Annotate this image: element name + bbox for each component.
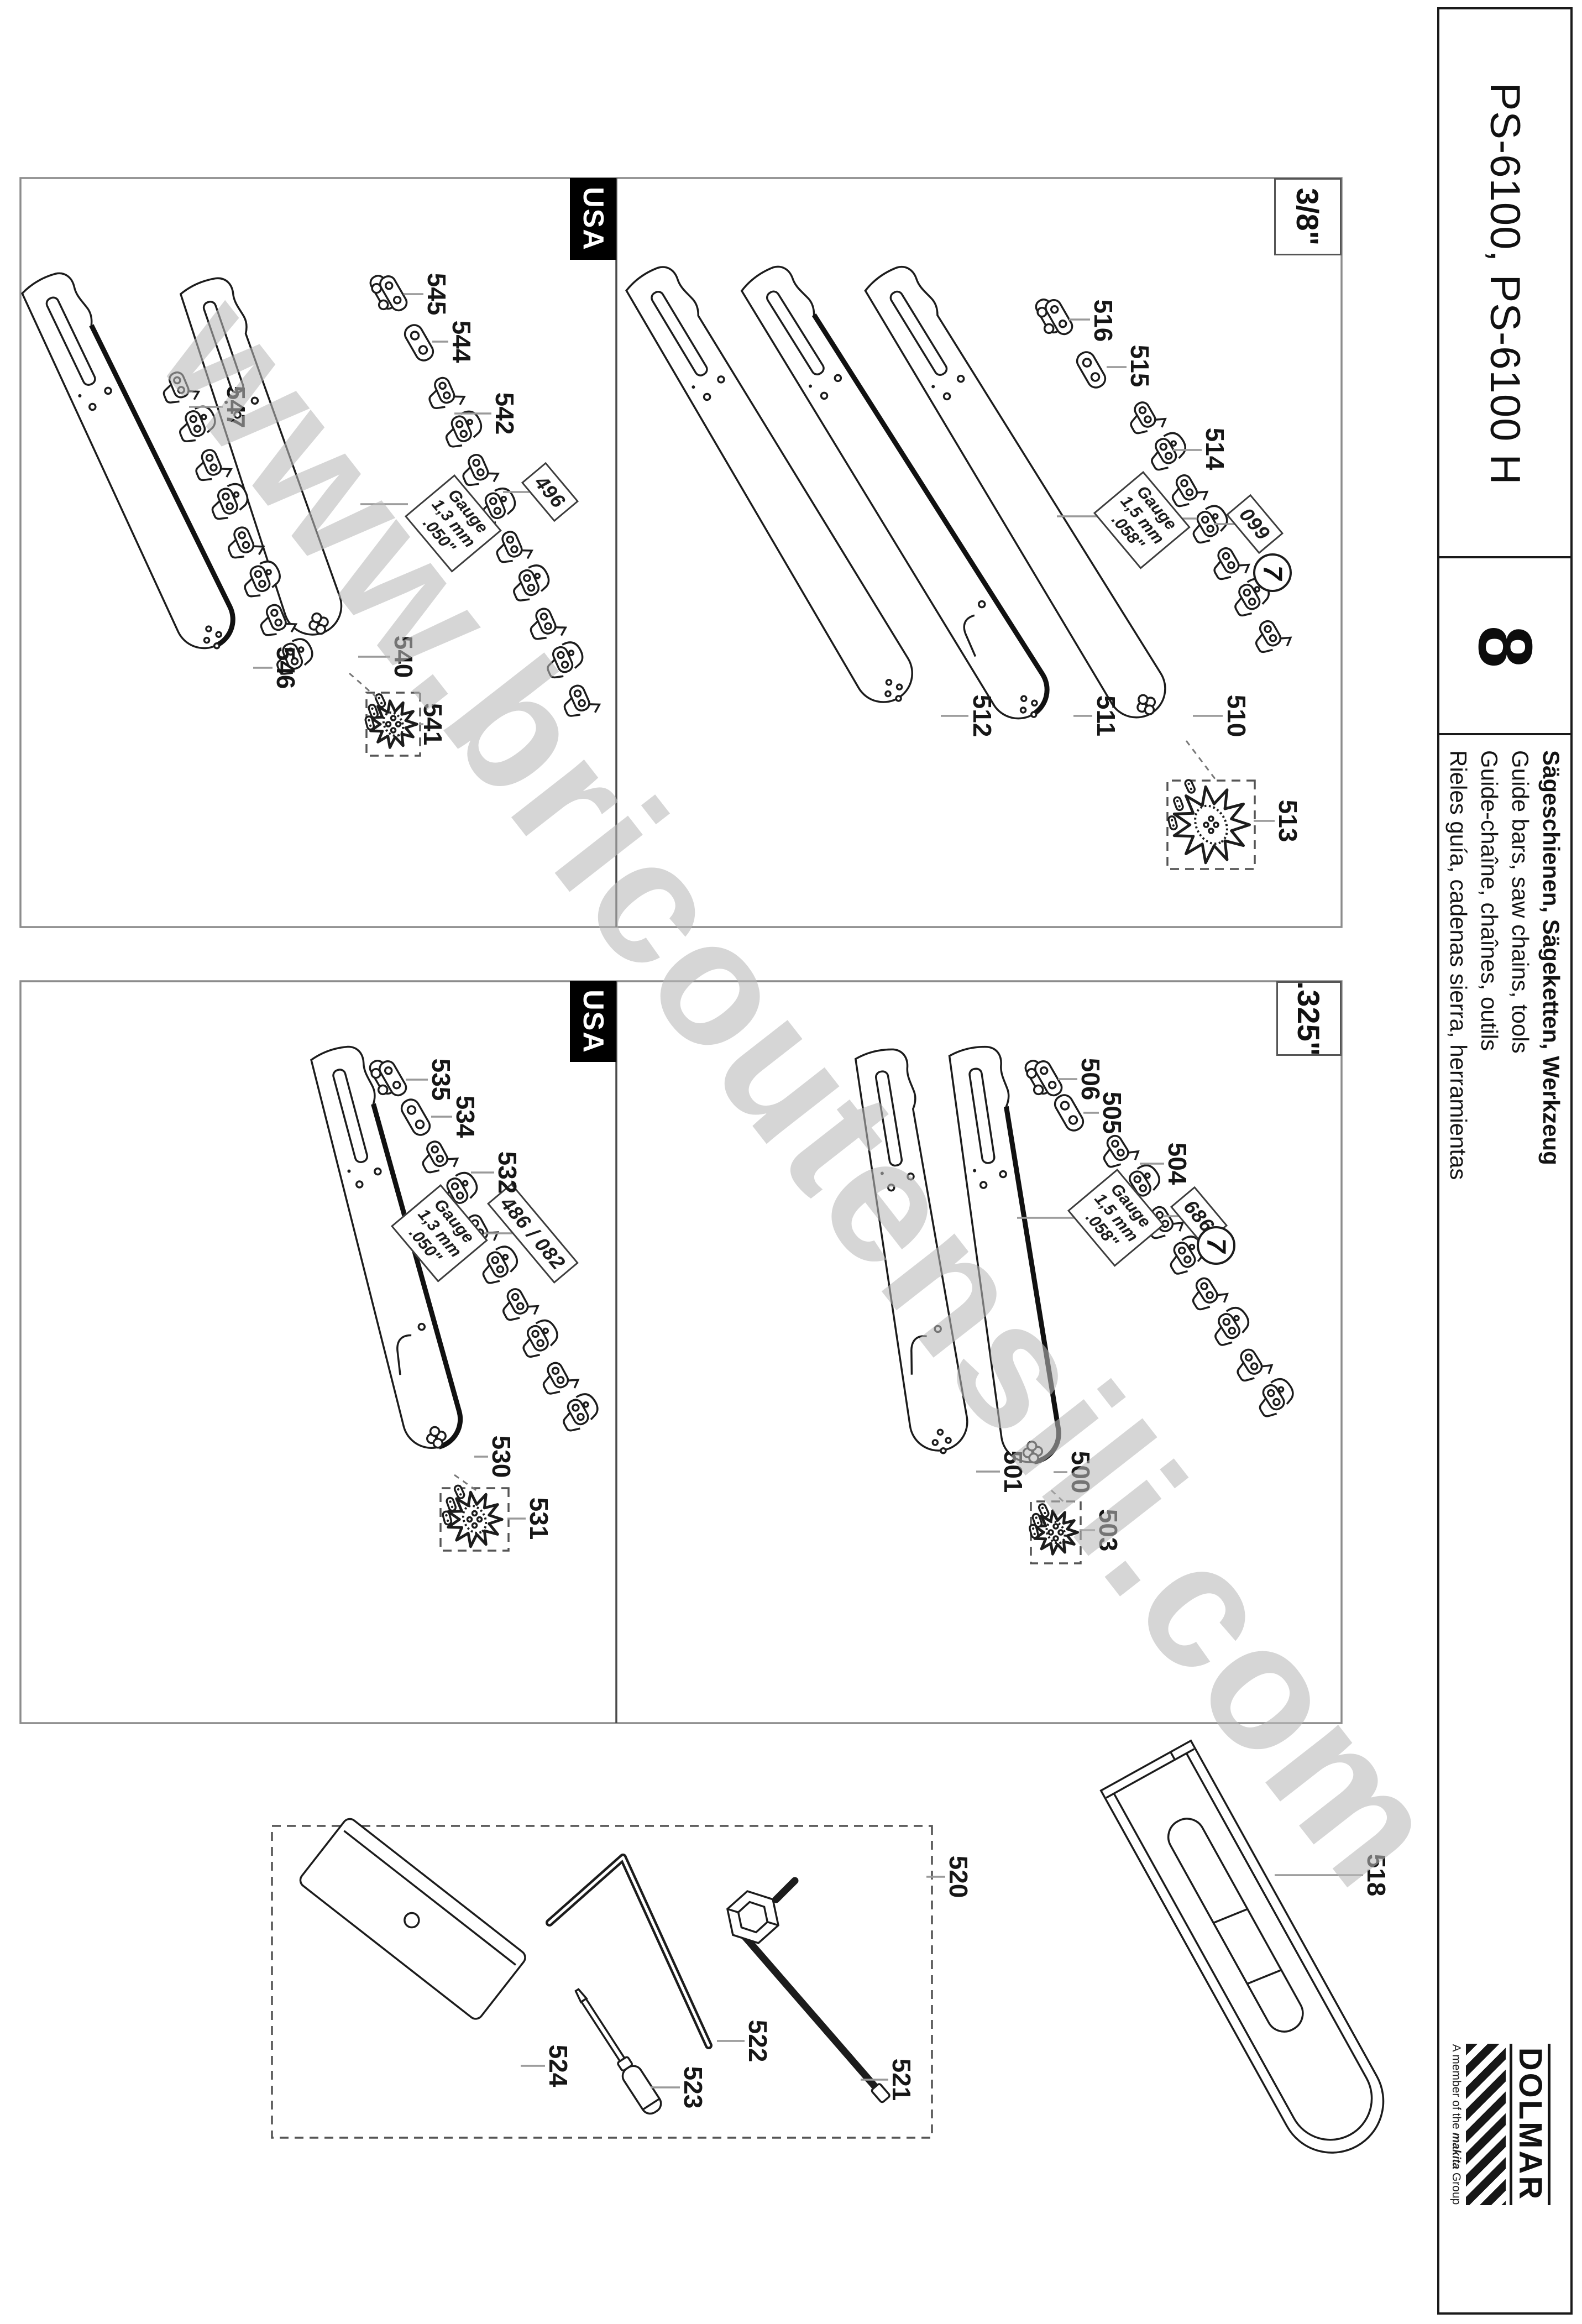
- part-label-521: 521: [887, 2058, 916, 2101]
- hex-wrench-522-drawing: [546, 1854, 713, 2049]
- saw-chain-514-drawing: [1130, 401, 1292, 653]
- section-38-frame: [19, 177, 1343, 928]
- guide-bar-530-drawing: [310, 1045, 463, 1449]
- cover-plate-524-drawing: [299, 1818, 526, 2020]
- socket-wrench-521-drawing: [726, 1877, 890, 2103]
- sprocket-541-drawing: [364, 692, 421, 757]
- generated-parts-layer: [21, 265, 1294, 1564]
- part-label-546: 546: [271, 646, 300, 689]
- part-label-503: 503: [1094, 1509, 1123, 1552]
- dashed-leader-2: [1050, 1489, 1068, 1506]
- dashed-leader-0: [1185, 740, 1218, 782]
- guide-bar-510-drawing: [864, 266, 1166, 719]
- part-label-505: 505: [1098, 1091, 1127, 1134]
- part-label-516: 516: [1089, 299, 1118, 342]
- part-label-540: 540: [389, 635, 418, 678]
- part-label-511: 511: [1092, 695, 1120, 737]
- chain-brand-mark-1: 7: [1197, 1226, 1235, 1265]
- usa-tag-325: USA: [570, 981, 616, 1062]
- part-label-512: 512: [968, 694, 997, 737]
- part-label-504: 504: [1163, 1142, 1192, 1185]
- part-label-514: 514: [1201, 427, 1229, 470]
- dashed-leader-1: [349, 672, 378, 699]
- screwdriver-523-drawing: [574, 1988, 662, 2115]
- tie-strap-534-drawing: [400, 1098, 431, 1136]
- part-label-523: 523: [679, 2066, 708, 2109]
- part-label-532: 532: [493, 1151, 522, 1194]
- guide-bar-511-drawing: [740, 265, 1050, 720]
- guide-bar-540-drawing: [179, 277, 343, 636]
- chain-brand-mark-0: 7: [1253, 553, 1292, 592]
- tool-kit-dashed-box: [271, 1825, 933, 2139]
- saw-chain-542-drawing: [428, 376, 601, 717]
- sprocket-513-drawing: [1166, 779, 1256, 870]
- part-label-515: 515: [1125, 344, 1154, 388]
- sprocket-503-drawing: [1029, 1500, 1082, 1564]
- size-tag-325: .325": [1276, 981, 1342, 1056]
- part-label-510: 510: [1222, 694, 1251, 737]
- part-label-534: 534: [451, 1095, 480, 1138]
- master-link-516-drawing: [1035, 299, 1073, 336]
- guide-bar-501-drawing: [854, 1048, 968, 1454]
- section-325-frame: [19, 980, 1343, 1724]
- chain-guard-518-drawing: [1099, 1739, 1385, 2154]
- tie-strap-544-drawing: [404, 324, 434, 362]
- saw-chain-547-drawing: [163, 371, 313, 675]
- part-label-545: 545: [422, 273, 451, 316]
- part-label-524: 524: [544, 2044, 573, 2087]
- guide-bar-500-drawing: [948, 1045, 1061, 1464]
- part-label-513: 513: [1274, 799, 1302, 842]
- callout-leader-lines: [189, 293, 1363, 2089]
- tie-strap-505-drawing: [1054, 1094, 1085, 1132]
- part-label-541: 541: [418, 703, 447, 746]
- tie-strap-515-drawing: [1076, 351, 1107, 389]
- part-label-501: 501: [999, 1450, 1028, 1493]
- dashed-leader-3: [454, 1474, 480, 1494]
- guide-bar-546-drawing: [21, 272, 235, 650]
- part-label-522: 522: [743, 2019, 772, 2063]
- size-tag-38: 3/8": [1274, 178, 1342, 255]
- sprocket-531-drawing: [439, 1484, 510, 1552]
- part-label-518: 518: [1362, 1854, 1391, 1897]
- guide-bar-512-drawing: [625, 266, 913, 703]
- part-label-500: 500: [1066, 1451, 1095, 1494]
- saw-chain-504-drawing: [1103, 1134, 1294, 1417]
- part-label-547: 547: [222, 385, 250, 428]
- master-link-545-drawing: [369, 275, 408, 312]
- usa-tag-38: USA: [570, 178, 616, 260]
- part-label-530: 530: [487, 1435, 516, 1478]
- part-label-542: 542: [490, 392, 519, 435]
- master-link-506-drawing: [1024, 1060, 1063, 1097]
- part-label-531: 531: [525, 1497, 553, 1540]
- part-label-544: 544: [447, 320, 476, 363]
- part-label-535: 535: [427, 1058, 455, 1101]
- part-label-520: 520: [944, 1855, 973, 1898]
- master-link-535-drawing: [369, 1060, 407, 1097]
